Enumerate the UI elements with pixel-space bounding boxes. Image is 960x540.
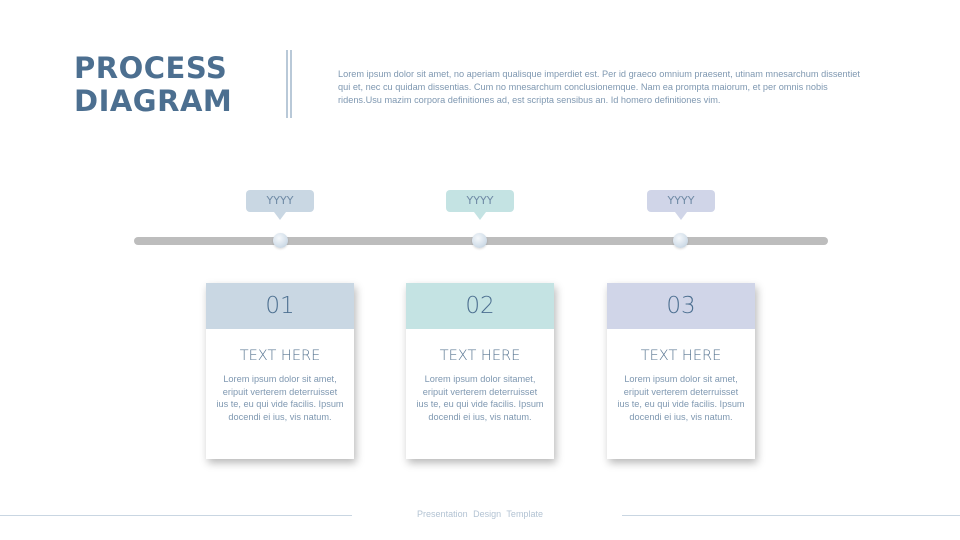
divider-bar-right [290,50,292,118]
year-marker-2: YYYY [446,190,514,220]
step-card-2: 02 TEXT HERE Lorem ipsum dolor sitamet, … [406,283,554,459]
step-title: TEXT HERE [239,348,321,364]
step-description: Lorem ipsum dolor sit amet, eripuit vert… [216,374,344,423]
step-card-1: 01 TEXT HERE Lorem ipsum dolor sit amet,… [206,283,354,459]
title-line-1: PROCESS [74,51,228,85]
divider-bar-left [286,50,288,118]
title-line-2: DIAGRAM [74,84,233,118]
step-number: 02 [406,283,554,329]
timeline-node-2 [472,233,487,248]
step-description: Lorem ipsum dolor sitamet, eripuit verte… [416,374,544,423]
year-marker-1: YYYY [246,190,314,220]
step-title: TEXT HERE [640,348,722,364]
timeline-node-1 [273,233,288,248]
page-title: PROCESS DIAGRAM [74,52,232,118]
footer-line-right [622,515,960,516]
timeline-node-3 [673,233,688,248]
step-card-3: 03 TEXT HERE Lorem ipsum dolor sit amet,… [607,283,755,459]
step-description: Lorem ipsum dolor sit amet, eripuit vert… [617,374,745,423]
step-number: 01 [206,283,354,329]
intro-paragraph: Lorem ipsum dolor sit amet, no aperiam q… [338,69,860,105]
footer-line-left [0,515,352,516]
step-title: TEXT HERE [439,348,521,364]
year-marker-3: YYYY [647,190,715,220]
step-number: 03 [607,283,755,329]
footer-text: Presentation Design Template [417,509,543,519]
